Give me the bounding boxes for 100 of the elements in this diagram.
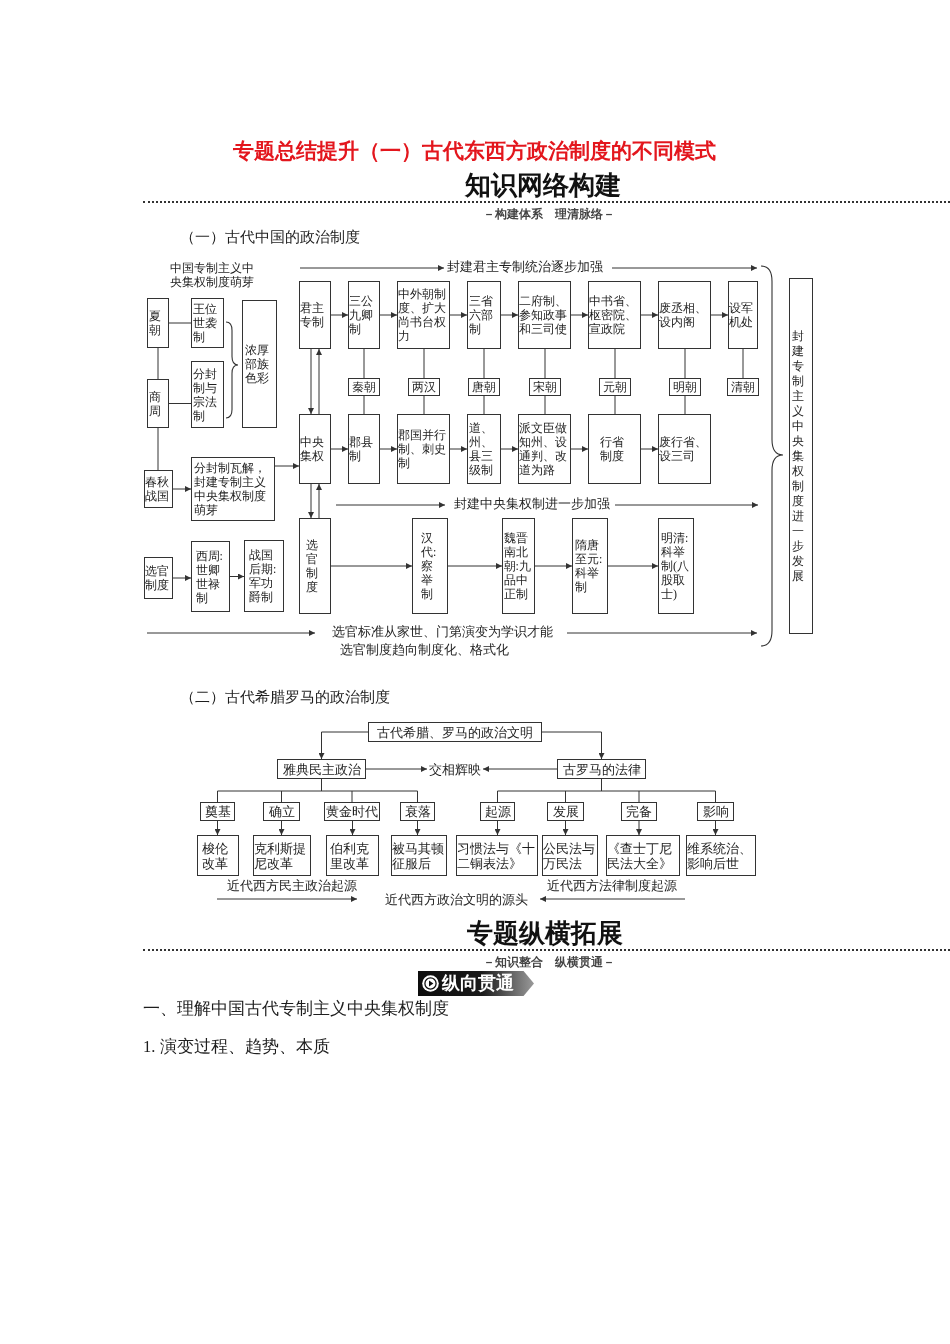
text-label: 交相辉映 xyxy=(427,760,483,778)
text-box: 道、州、县三级制 xyxy=(467,414,501,484)
arrow xyxy=(712,820,719,836)
arrow xyxy=(172,575,192,581)
text-box: 维系统治、影响后世 xyxy=(686,835,756,876)
arrow xyxy=(316,483,322,519)
text-box: 商周 xyxy=(147,379,169,428)
text-box: 元朝 xyxy=(599,378,631,396)
text-box: 确立 xyxy=(263,802,300,821)
text-box: 魏晋南北朝:九品中正制 xyxy=(502,518,535,614)
connector-line xyxy=(217,790,218,803)
arrow xyxy=(710,312,729,318)
section-title: （二）古代希腊罗马的政治制度 xyxy=(180,688,390,706)
arrow xyxy=(379,312,398,318)
text-box: 雅典民主政治 xyxy=(277,759,366,779)
text-box: 选官制度 xyxy=(299,518,331,614)
body-text: 1. 演变过程、趋势、本质 xyxy=(143,1037,330,1057)
text-box: 两汉 xyxy=(408,378,440,396)
connector-line xyxy=(497,778,716,792)
trend-text: 近代西方法律制度起源 xyxy=(547,879,677,894)
text-box: 伯利克里改革 xyxy=(326,835,379,876)
text-box: 三省六部制 xyxy=(467,281,501,349)
arrow xyxy=(541,731,605,760)
connector-line xyxy=(217,778,418,792)
connector-line xyxy=(614,348,616,379)
arrow xyxy=(330,312,349,318)
text-box: 古代希腊、罗马的政治文明 xyxy=(368,722,542,742)
trend-text: 近代西方政治文明的源头 xyxy=(385,893,528,908)
arrow xyxy=(229,573,245,580)
arrow xyxy=(316,348,322,415)
text-box: 派文臣做知州、设通判、改道为路 xyxy=(518,414,571,484)
connector-line xyxy=(423,348,425,379)
subheading: －构建体系 理清脉络－ xyxy=(483,207,615,221)
connector-line xyxy=(423,395,425,415)
connector-line xyxy=(742,348,744,379)
text-box: 郡国并行制、刺史制 xyxy=(397,414,450,484)
text-box: 二府制、参知政事和三司使 xyxy=(518,281,571,349)
text-box: 发展 xyxy=(547,802,584,821)
text-box: 宋朝 xyxy=(529,378,561,396)
text-box: 三公九卿制 xyxy=(348,281,380,349)
text-box: 公民法与万民法 xyxy=(542,835,598,876)
arrow xyxy=(330,563,413,569)
connector-line xyxy=(715,790,716,803)
arrow xyxy=(500,312,519,318)
arrow xyxy=(318,731,369,760)
connector-line xyxy=(363,395,365,415)
connector-line xyxy=(351,790,353,803)
text-box: 浓厚部族色彩 xyxy=(242,300,277,428)
text-box: 战国后期:军功爵制 xyxy=(244,540,284,612)
connector-line xyxy=(281,790,282,803)
text-box: 封建专制主义中央集权制度进一步发展 xyxy=(789,278,813,634)
connector-line xyxy=(684,395,686,415)
trend-text: 近代西方民主政治起源 xyxy=(227,879,357,894)
text-box: 中央集权 xyxy=(299,414,331,484)
section-heading: 专题纵横拓展 xyxy=(467,918,623,948)
arrow xyxy=(500,446,519,452)
connector-line xyxy=(614,395,616,415)
text-box: 废丞相、设内阁 xyxy=(658,281,711,349)
arrow xyxy=(379,446,398,452)
text-box: 隋唐至元:科举制 xyxy=(572,518,608,614)
text-box: 古罗马的法律 xyxy=(557,759,646,779)
arrow xyxy=(308,483,314,519)
connector-line xyxy=(157,347,159,380)
arrow xyxy=(636,820,642,836)
banner-text: 纵向贯通 xyxy=(442,972,514,994)
text-box: 明清:科举制(八股取士) xyxy=(658,518,694,614)
arrow xyxy=(330,446,349,452)
connector-line xyxy=(638,790,640,803)
arrow xyxy=(570,446,589,452)
text-box: 起源 xyxy=(480,802,515,821)
connector-line xyxy=(157,427,159,471)
connector-line xyxy=(684,348,686,379)
connector-line xyxy=(417,790,418,803)
arrow xyxy=(449,446,468,452)
arrow xyxy=(365,766,428,772)
trend-text: 封建君主专制统治逐步加强 xyxy=(447,260,603,275)
text-box: 衰落 xyxy=(400,802,435,821)
text-box: 影响 xyxy=(697,802,734,821)
text-box: 黄金时代 xyxy=(324,802,380,821)
text-box: 中外朝制度、扩大尚书台权力 xyxy=(397,281,450,349)
connector-line xyxy=(168,403,192,404)
text-box: 行省制度 xyxy=(588,414,641,484)
body-text: 一、理解中国古代专制主义中央集权制度 xyxy=(143,999,449,1019)
connector-line xyxy=(168,322,192,324)
arrow xyxy=(570,312,589,318)
text-box: 汉代:察举制 xyxy=(412,518,448,614)
text-box: 废行省、设三司 xyxy=(658,414,711,484)
arrow xyxy=(172,486,192,492)
arrow xyxy=(274,463,300,469)
page-title: 专题总结提升（一）古代东西方政治制度的不同模式 xyxy=(233,139,716,163)
text-box: 《查士丁尼民法大全》 xyxy=(606,835,680,876)
arrow xyxy=(349,820,356,836)
connector-line xyxy=(497,790,498,803)
section-title: （一）古代中国的政治制度 xyxy=(180,228,360,246)
subheading: －知识整合 纵横贯通－ xyxy=(483,955,615,969)
text-box: 习惯法与《十二铜表法》 xyxy=(456,835,538,876)
connector-line xyxy=(483,348,485,379)
arrow xyxy=(562,820,569,836)
text-box: 分封制瓦解，封建专制主义中央集权制度萌芽 xyxy=(191,457,275,521)
arrow xyxy=(449,312,468,318)
